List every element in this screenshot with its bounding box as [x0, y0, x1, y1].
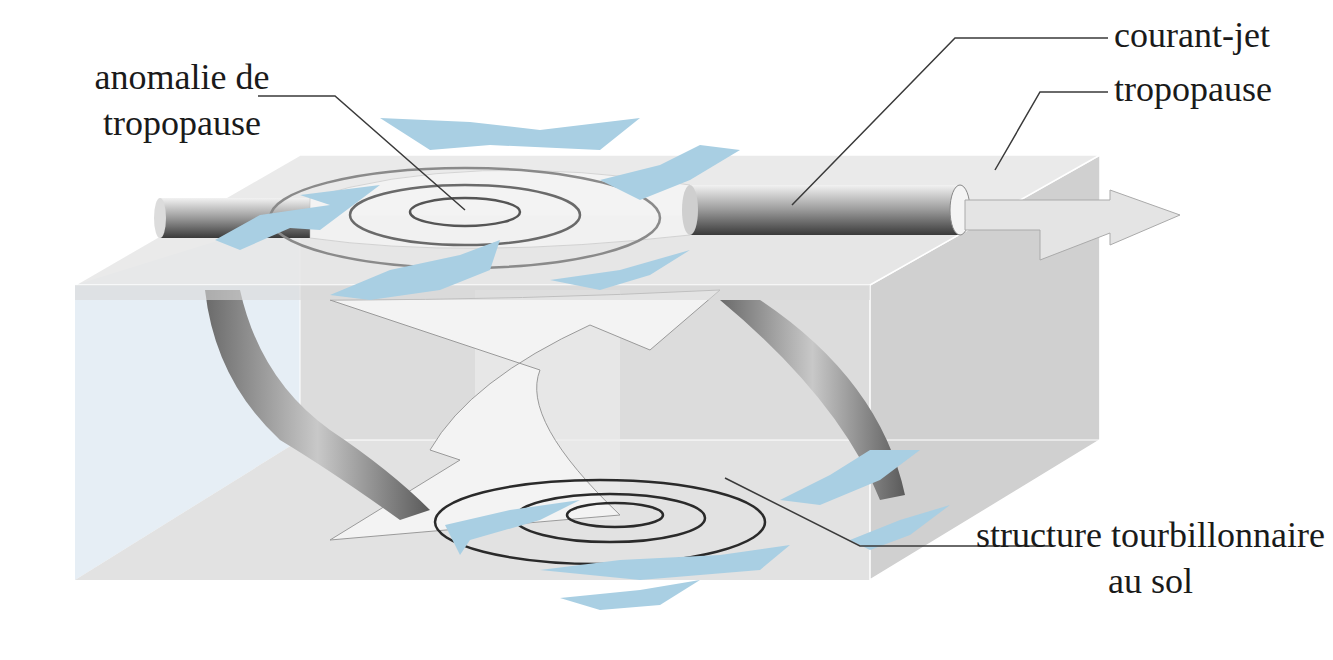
surface-ring [567, 503, 663, 527]
upper-circulation-arrows [215, 118, 740, 300]
jet-arrow [965, 190, 1180, 260]
tropopause-plane [75, 155, 1100, 285]
jet-tube-right [690, 185, 960, 235]
jet-tube-end [154, 198, 166, 238]
jet-tube-start [682, 185, 698, 235]
plane-edge [75, 285, 870, 300]
callout-label: structure tourbillonnaire au sol [968, 512, 1333, 604]
surface-ring [435, 480, 765, 564]
anomaly-ring [410, 198, 520, 226]
callout-label: tropopause [1114, 66, 1329, 112]
surface-circulation-arrows [445, 450, 950, 610]
anomaly-ring [350, 185, 580, 245]
leader-lines [258, 38, 1108, 546]
callout-label: anomalie de tropopause [62, 54, 302, 146]
ribbon-arrow-left [205, 290, 430, 520]
callout-label: courant-jet [1114, 12, 1329, 58]
